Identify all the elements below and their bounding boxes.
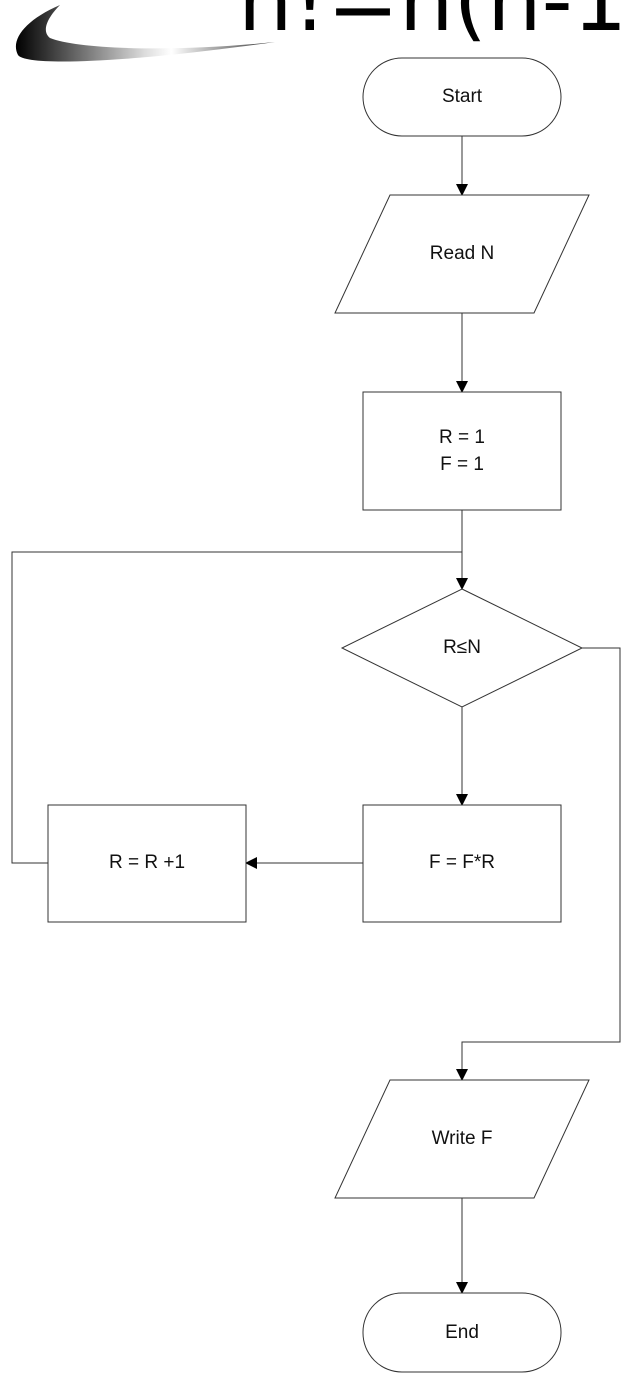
init-f-label: F = 1 — [440, 454, 484, 475]
write-output-parallelogram — [334, 1079, 590, 1199]
page-title: n!=n(n-1).(n — [238, 0, 631, 51]
condition-label: R≤N — [443, 637, 481, 658]
init-process-box — [362, 391, 562, 511]
write-label: Write F — [432, 1128, 493, 1149]
increment-process-box — [47, 804, 247, 923]
increment-label: R = R +1 — [109, 852, 185, 873]
read-input-parallelogram — [334, 194, 590, 314]
arrow-condition-write — [456, 647, 621, 1081]
multiply-label: F = F*R — [429, 852, 495, 873]
read-label: Read N — [430, 243, 494, 264]
init-r-label: R = 1 — [439, 427, 485, 448]
multiply-process-box — [362, 804, 562, 923]
end-label: End — [445, 1322, 479, 1343]
loop-back-line — [11, 551, 462, 864]
swoosh-logo — [15, 5, 276, 62]
start-label: Start — [442, 86, 483, 107]
end-terminal — [362, 1292, 562, 1373]
